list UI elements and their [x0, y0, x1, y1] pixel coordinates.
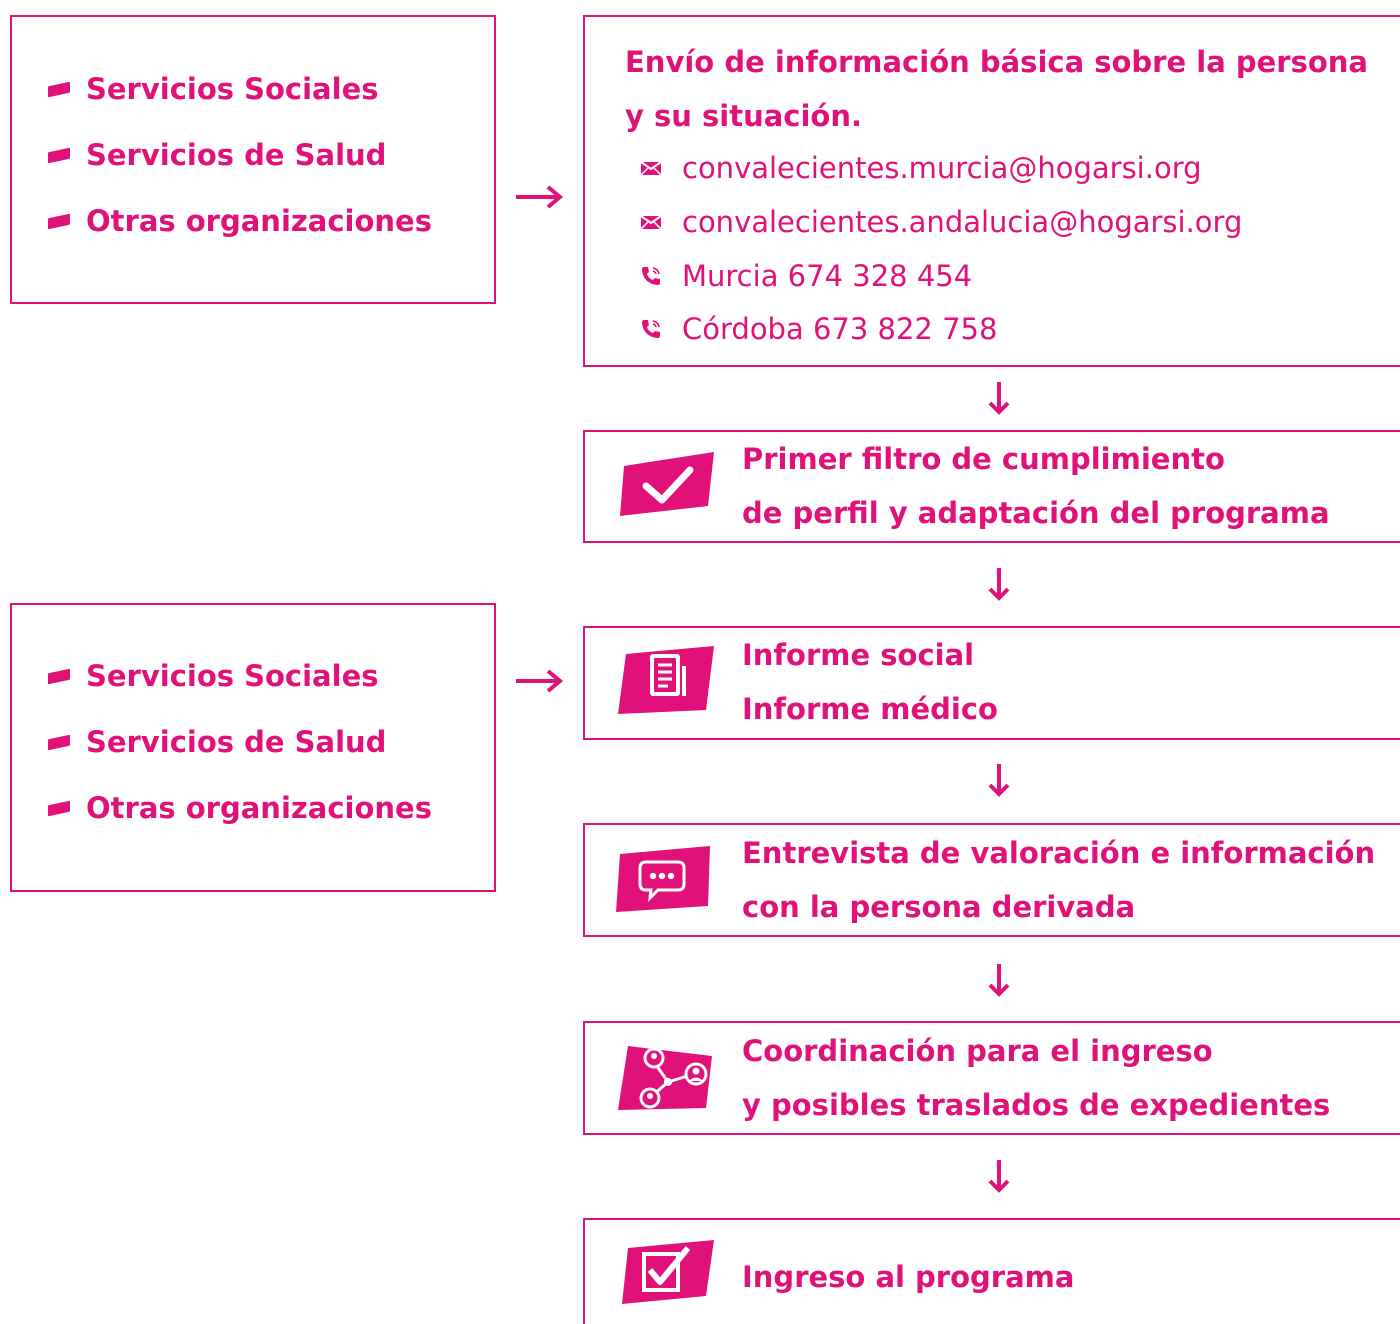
contact-email-andalucia[interactable]: convalecientes.andalucia@hogarsi.org [640, 204, 1242, 240]
right-arrow-icon [516, 669, 564, 693]
sources-list-top: Servicios Sociales Servicios de Salud Ot… [48, 56, 432, 254]
step-admission-line1: Ingreso al programa [742, 1260, 1075, 1294]
step-reports-line1: Informe social [742, 638, 975, 672]
bullet-icon [48, 668, 70, 684]
bullet-icon [48, 800, 70, 816]
contact-email-murcia[interactable]: convalecientes.murcia@hogarsi.org [640, 150, 1202, 186]
step-send-info-title-line1: Envío de información básica sobre la per… [625, 45, 1368, 79]
sources-box-top [10, 15, 496, 304]
list-item: Servicios Sociales [48, 56, 432, 122]
down-arrow-icon [988, 568, 1010, 601]
step-send-info-title-line2: y su situación. [625, 99, 862, 133]
bullet-icon [48, 81, 70, 97]
contact-text: Murcia 674 328 454 [682, 259, 973, 293]
step-coordination-line2: y posibles traslados de expedientes [742, 1088, 1331, 1122]
list-item: Servicios de Salud [48, 709, 432, 775]
step-interview-box [583, 823, 1400, 937]
list-item: Servicios Sociales [48, 643, 432, 709]
document-icon [618, 646, 714, 714]
phone-icon [640, 314, 670, 344]
list-item: Otras organizaciones [48, 775, 432, 841]
step-filter-line2: de perfil y adaptación del programa [742, 496, 1330, 530]
contact-text: Córdoba 673 822 758 [682, 312, 998, 346]
list-item: Otras organizaciones [48, 188, 432, 254]
contact-phone-murcia[interactable]: Murcia 674 328 454 [640, 258, 972, 294]
bullet-icon [48, 147, 70, 163]
down-arrow-icon [988, 382, 1010, 415]
step-admission-box [583, 1218, 1400, 1324]
checkbox-icon [622, 1240, 714, 1304]
phone-icon [640, 261, 670, 291]
list-item: Servicios de Salud [48, 122, 432, 188]
step-interview-line1: Entrevista de valoración e información [742, 836, 1376, 870]
down-arrow-icon [988, 764, 1010, 797]
step-filter-box [583, 430, 1400, 543]
sources-box-bottom [10, 603, 496, 892]
step-reports-line2: Informe médico [742, 692, 998, 726]
step-coordination-line1: Coordinación para el ingreso [742, 1034, 1213, 1068]
step-send-info-box [583, 15, 1400, 367]
checkmark-icon [620, 452, 714, 516]
chat-bubble-icon [616, 846, 710, 912]
contact-phone-cordoba[interactable]: Córdoba 673 822 758 [640, 311, 997, 347]
contact-text: convalecientes.andalucia@hogarsi.org [682, 205, 1243, 239]
contact-text: convalecientes.murcia@hogarsi.org [682, 151, 1202, 185]
bullet-icon [48, 213, 70, 229]
envelope-icon [640, 207, 670, 237]
sources-list-bottom: Servicios Sociales Servicios de Salud Ot… [48, 643, 432, 841]
bullet-icon [48, 734, 70, 750]
step-interview-line2: con la persona derivada [742, 890, 1136, 924]
network-people-icon [618, 1046, 712, 1110]
step-coordination-box [583, 1021, 1400, 1135]
down-arrow-icon [988, 964, 1010, 997]
step-reports-box [583, 626, 1400, 740]
right-arrow-icon [516, 185, 564, 209]
step-filter-line1: Primer filtro de cumplimiento [742, 442, 1225, 476]
envelope-icon [640, 153, 670, 183]
down-arrow-icon [988, 1160, 1010, 1193]
